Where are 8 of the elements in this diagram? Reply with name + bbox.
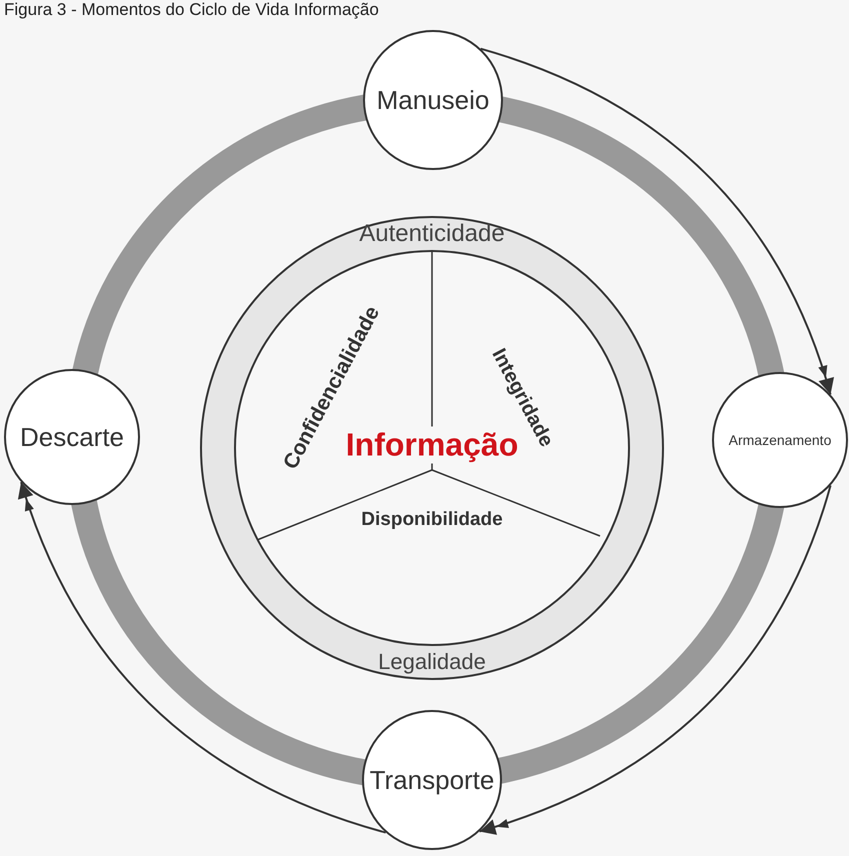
ring-label: Legalidade	[378, 649, 486, 675]
figure-title: Figura 3 - Momentos do Ciclo de Vida Informação	[4, 0, 379, 20]
stage-label: Transporte	[370, 764, 494, 796]
stage-label: Manuseio	[376, 84, 490, 116]
stage-label: Armazenamento	[728, 432, 832, 448]
stage-label: Descarte	[20, 422, 124, 452]
ring-label: Autenticidade	[359, 220, 505, 248]
sector-label: Disponibilidade	[361, 509, 503, 531]
